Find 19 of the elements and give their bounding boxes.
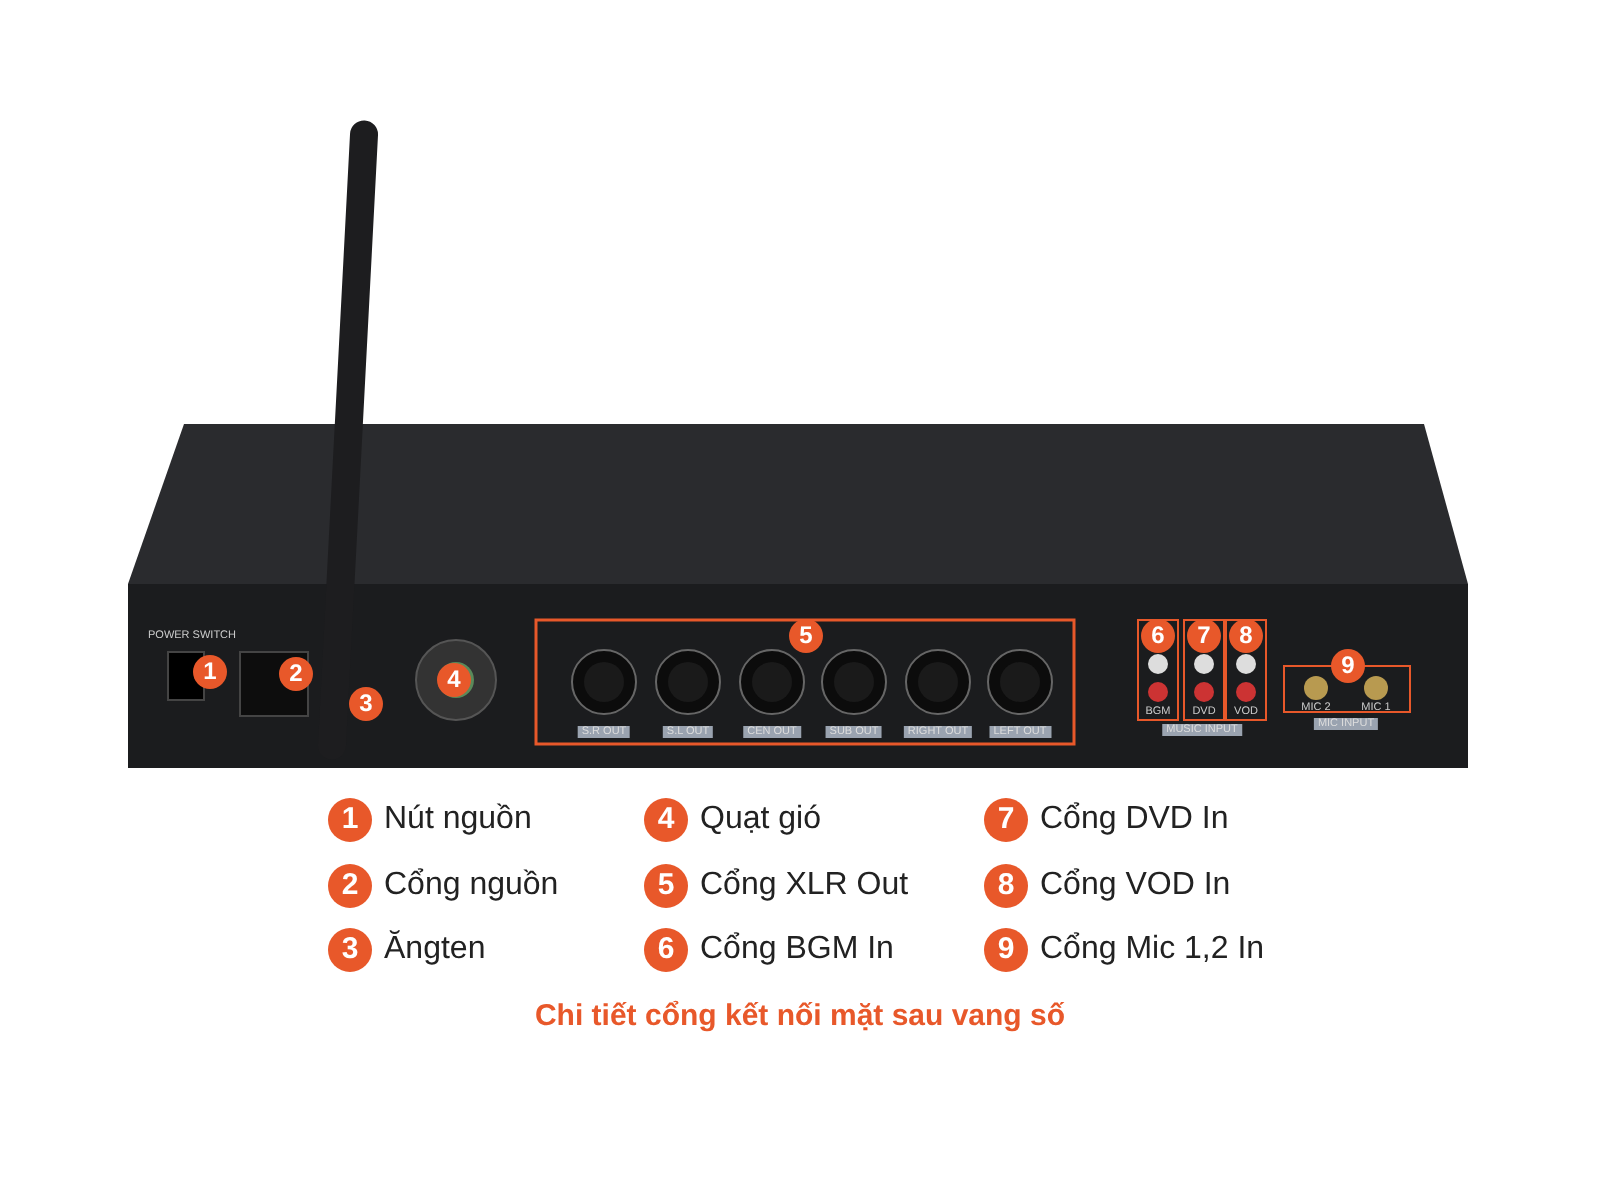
port-description: Ăngten [384,932,486,968]
port-description: Cổng XLR Out [700,868,909,904]
port-description: Cổng nguồn [384,868,559,904]
callout-number: 4 [644,798,688,842]
callout-number: 6 [644,928,688,972]
callout-number: 2 [328,864,372,908]
port-description: Cổng VOD In [1040,868,1231,904]
port-description: Cổng Mic 1,2 In [1040,932,1265,968]
port-description: Nút nguồn [384,802,532,838]
callout-number: 9 [984,928,1028,972]
callout-number: 8 [984,864,1028,908]
callout-number: 7 [984,798,1028,842]
caption: Chi tiết cổng kết nối mặt sau vang số [534,999,1066,1033]
port-description: Quạt gió [700,802,821,838]
callout-number: 1 [328,798,372,842]
callout-number: 5 [644,864,688,908]
port-description: Cổng DVD In [1040,802,1229,838]
callout-number: 3 [328,928,372,972]
port-description: Cổng BGM In [700,932,894,968]
